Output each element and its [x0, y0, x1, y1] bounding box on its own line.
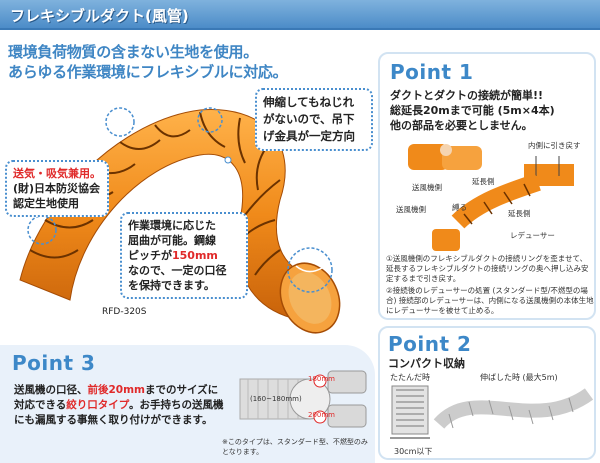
point1-title: Point 1: [390, 60, 474, 84]
dim-180: 180mm: [308, 375, 335, 383]
point2-subtitle: コンパクト収納: [388, 357, 465, 370]
callout-stretch-line1: 伸縮してもねじれ: [263, 95, 355, 109]
compact-diagram: [390, 385, 594, 439]
headline-line1: 環境負荷物質の含まない生地を使用。: [8, 43, 258, 61]
point1-line3: 他の部品を必要としません。: [390, 119, 533, 132]
point3-line2b: 絞り口タイプ: [66, 399, 129, 411]
point3-title: Point 3: [12, 351, 96, 375]
dim-200: 200mm: [308, 411, 335, 419]
point1-line2: 総延長20mまで可能 (5m×4本): [390, 104, 555, 117]
callout-bend-line4: なので、一定の口径: [128, 264, 227, 277]
point3-panel: Point 3 送風機の口径、前後20mmまでのサイズに 対応できる絞り口タイプ…: [0, 345, 375, 463]
point3-note: ※このタイプは、スタンダード型、不燃型のみとなります。: [222, 438, 368, 456]
point1-note1: ①送風機側のフレキシブルダクトの接続リングを歪ませて、延長するフレキシブルダクト…: [386, 254, 589, 283]
point2-panel: Point 2 コンパクト収納 たたんだ時 伸ばした時 (最大5m) 30cm以…: [378, 326, 596, 460]
point3-line1c: までのサイズに: [145, 384, 219, 396]
callout-material-line3: 認定生地使用: [13, 197, 79, 210]
label-blower1: 送風機側: [412, 183, 442, 192]
callout-bend-line2: 屈曲が可能。鋼線: [128, 234, 216, 247]
label-size: 30cm以下: [394, 447, 433, 456]
callout-bend-line1: 作業環境に応じた: [128, 219, 216, 232]
label-folded: たたんだ時: [390, 373, 430, 382]
point3-line1: 送風機の口径、前後20mmまでのサイズに: [14, 383, 244, 398]
callout-material-line1: 送気・吸気兼用。: [13, 167, 101, 180]
callout-bend-pitch-label: ピッチが: [128, 249, 172, 262]
point1-panel: Point 1 ダクトとダクトの接続が簡単!! 総延長20mまで可能 (5m×4…: [378, 52, 596, 320]
label-ext2: 延長側: [508, 209, 531, 218]
model-number: RFD-320S: [102, 307, 147, 317]
point3-line2: 対応できる絞り口タイプ。お手持ちの送風機: [14, 398, 244, 413]
point1-line1: ダクトとダクトの接続が簡単!!: [390, 89, 544, 102]
page-title: フレキシブルダクト(風管): [10, 7, 189, 25]
label-blower2: 送風機側: [396, 205, 426, 214]
point3-line3: にも漏風する事無く取り付けができます。: [14, 414, 213, 426]
callout-bend-pitch-value: 150mm: [172, 249, 218, 262]
point1-text: ダクトとダクトの接続が簡単!! 総延長20mまで可能 (5m×4本) 他の部品を…: [390, 88, 595, 133]
label-reducer: レデューサー: [510, 231, 555, 240]
callout-stretch: 伸縮してもねじれ がないので、吊下 げ金具が一定方向: [255, 88, 373, 151]
header-bar: フレキシブルダクト(風管): [0, 0, 600, 30]
point1-note2: ②接続後のレデューサーの処置 (スタンダード型/不燃型の場合) 接続部のレデュー…: [386, 286, 594, 315]
reducer-diagram: [239, 370, 367, 428]
callout-stretch-line2: がないので、吊下: [263, 112, 355, 126]
callout-bend-line5: を保持できます。: [128, 279, 215, 292]
dim-range: (160~180mm): [250, 395, 302, 403]
point3-line1b: 前後20mm: [87, 384, 146, 396]
callout-bend-line3: ピッチが150mm: [128, 248, 240, 263]
label-pull: 内側に引き戻す: [528, 141, 581, 150]
point2-title: Point 2: [388, 332, 472, 356]
callout-material: 送気・吸気兼用。 (財)日本防災協会 認定生地使用: [5, 160, 109, 217]
point3-line2c: 。お手持ちの送風機: [128, 399, 224, 411]
label-extended: 伸ばした時 (最大5m): [480, 373, 558, 382]
point3-text: 送風機の口径、前後20mmまでのサイズに 対応できる絞り口タイプ。お手持ちの送風…: [14, 383, 244, 428]
callout-stretch-line3: げ金具が一定方向: [263, 129, 355, 143]
label-tie: 縛る: [452, 203, 467, 212]
headline: 環境負荷物質の含まない生地を使用。 あらゆる作業環境にフレキシブルに対応。: [8, 42, 288, 82]
point3-line1a: 送風機の口径、: [14, 384, 88, 396]
callout-bend: 作業環境に応じた 屈曲が可能。鋼線 ピッチが150mm なので、一定の口径 を保…: [120, 212, 248, 299]
connection-diagram: [408, 144, 574, 251]
headline-line2: あらゆる作業環境にフレキシブルに対応。: [8, 63, 288, 81]
point3-line2a: 対応できる: [14, 399, 67, 411]
label-ext1: 延長側: [472, 177, 495, 186]
callout-material-line2: (財)日本防災協会: [13, 182, 101, 195]
